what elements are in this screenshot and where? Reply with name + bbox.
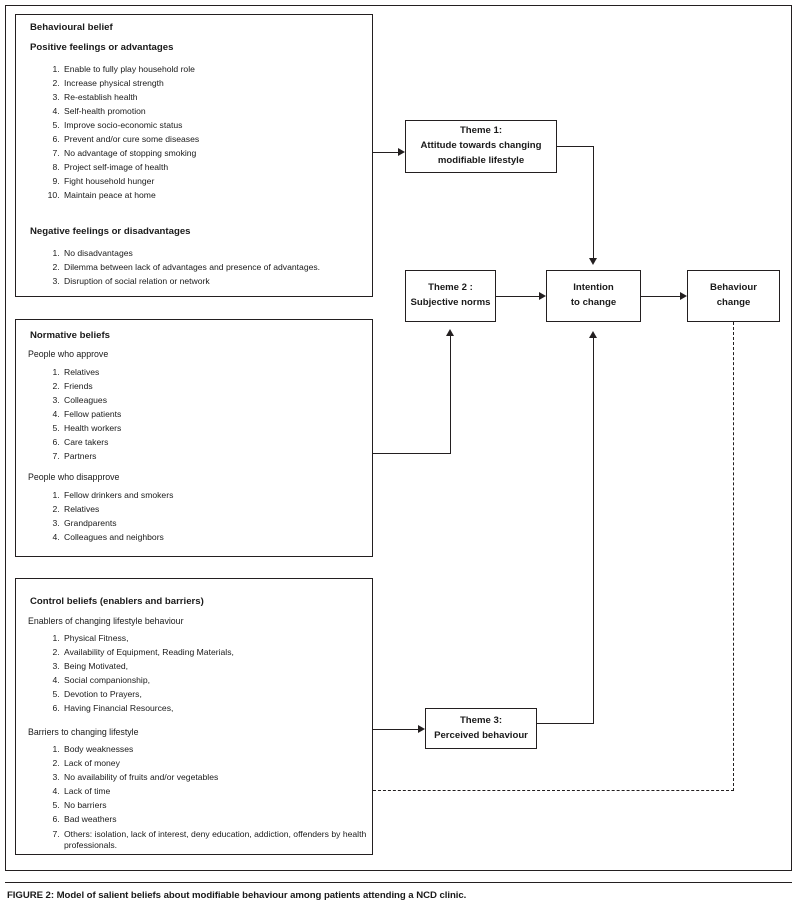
list-item: Self-health promotion (62, 106, 372, 117)
node-theme3-line2: Perceived behaviour (434, 729, 528, 741)
list-item: Bad weathers (62, 814, 372, 825)
node-theme3-line1: Theme 3: (459, 715, 503, 727)
list-item: Enable to fully play household role (62, 64, 372, 75)
list-item: No barriers (62, 800, 372, 811)
panel-normative-beliefs: Normative beliefs People who approve Rel… (15, 319, 373, 557)
node-theme2-line1: Theme 2 : (428, 282, 473, 294)
list-item: Prevent and/or cure some diseases (62, 134, 372, 145)
list-item: Re-establish health (62, 92, 372, 103)
panel-normative-title: Normative beliefs (30, 330, 110, 341)
node-behaviour-line2: change (716, 297, 751, 308)
panel-control-beliefs: Control beliefs (enablers and barriers) … (15, 578, 373, 855)
list-item: Others: isolation, lack of interest, den… (62, 829, 372, 852)
connector-behavioural-to-theme1 (373, 152, 398, 153)
list-item: Partners (62, 451, 372, 462)
list-item: Project self-image of health (62, 162, 372, 173)
enablers-heading: Enablers of changing lifestyle behaviour (28, 616, 184, 626)
list-item: Fight household hunger (62, 176, 372, 187)
list-item: Fellow patients (62, 409, 372, 420)
node-theme-1-attitude: Theme 1: Attitude towards changing modif… (405, 120, 557, 173)
connector-intention-to-behaviour (641, 296, 680, 297)
list-item: Being Motivated, (62, 661, 372, 672)
connector-theme2-to-intention (496, 296, 539, 297)
arrowhead-normative-to-theme2 (446, 329, 454, 336)
enablers-list: Physical Fitness, Availability of Equipm… (16, 633, 372, 718)
panel-behavioural-title: Behavioural belief (30, 22, 113, 33)
node-behaviour-line1: Behaviour (710, 282, 757, 294)
list-item: No availability of fruits and/or vegetab… (62, 772, 372, 783)
arrowhead-theme2-to-intention (539, 292, 546, 300)
panel-control-title: Control beliefs (enablers and barriers) (30, 596, 204, 607)
list-item: Grandparents (62, 518, 372, 529)
node-theme2-line2: Subjective norms (410, 297, 491, 308)
list-item: Devotion to Prayers, (62, 689, 372, 700)
list-item: Social companionship, (62, 675, 372, 686)
figure-outer-border (5, 5, 792, 871)
connector-theme1-down (593, 146, 594, 258)
connector-theme1-right (557, 146, 594, 147)
caption-divider (5, 882, 792, 883)
connector-theme3-up (593, 338, 594, 724)
list-item: Relatives (62, 504, 372, 515)
arrowhead-behavioural-to-theme1 (398, 148, 405, 156)
arrowhead-intention-to-behaviour (680, 292, 687, 300)
node-theme-2-subjective-norms: Theme 2 : Subjective norms (405, 270, 496, 322)
connector-normative-up (450, 336, 451, 454)
panel-behavioural-belief: Behavioural belief Positive feelings or … (15, 14, 373, 297)
list-item: Relatives (62, 367, 372, 378)
list-item: Body weaknesses (62, 744, 372, 755)
list-item: Disruption of social relation or network (62, 276, 372, 287)
list-item: Friends (62, 381, 372, 392)
list-item: Lack of money (62, 758, 372, 769)
list-item: Increase physical strength (62, 78, 372, 89)
list-item: Lack of time (62, 786, 372, 797)
node-intention-line1: Intention (573, 282, 614, 294)
list-item: Fellow drinkers and smokers (62, 490, 372, 501)
list-item: No advantage of stopping smoking (62, 148, 372, 159)
list-item: Physical Fitness, (62, 633, 372, 644)
list-item: Care takers (62, 437, 372, 448)
barriers-list: Body weaknesses Lack of money No availab… (16, 744, 372, 856)
arrowhead-theme3-to-intention (589, 331, 597, 338)
list-item: No disadvantages (62, 248, 372, 259)
negative-feelings-list: No disadvantages Dilemma between lack of… (16, 248, 372, 291)
connector-theme3-right (537, 723, 594, 724)
figure-caption: FIGURE 2: Model of salient beliefs about… (7, 890, 467, 901)
node-theme1-line2: Attitude towards changing (420, 140, 542, 152)
list-item: Colleagues and neighbors (62, 532, 372, 543)
positive-feelings-heading: Positive feelings or advantages (30, 42, 174, 53)
list-item: Having Financial Resources, (62, 703, 372, 714)
arrowhead-control-to-theme3 (418, 725, 425, 733)
node-theme-3-perceived-behaviour: Theme 3: Perceived behaviour (425, 708, 537, 749)
list-item: Colleagues (62, 395, 372, 406)
node-intention-line2: to change (570, 297, 617, 308)
connector-control-to-theme3 (373, 729, 418, 730)
list-item: Dilemma between lack of advantages and p… (62, 262, 372, 273)
positive-feelings-list: Enable to fully play household role Incr… (16, 64, 372, 205)
list-item: Availability of Equipment, Reading Mater… (62, 647, 372, 658)
barriers-heading: Barriers to changing lifestyle (28, 727, 139, 737)
people-who-disapprove-list: Fellow drinkers and smokers Relatives Gr… (16, 490, 372, 547)
node-theme1-line3: modifiable lifestyle (437, 154, 525, 166)
connector-normative-right (373, 453, 451, 454)
people-who-approve-list: Relatives Friends Colleagues Fellow pati… (16, 367, 372, 466)
people-who-disapprove-heading: People who disapprove (28, 472, 120, 482)
node-behaviour-change: Behaviour change (687, 270, 780, 322)
feedback-dashed-vertical (733, 322, 734, 791)
feedback-dashed-horizontal (373, 790, 734, 791)
list-item: Maintain peace at home (62, 191, 372, 201)
node-intention-to-change: Intention to change (546, 270, 641, 322)
arrowhead-theme1-to-intention (589, 258, 597, 265)
people-who-approve-heading: People who approve (28, 349, 109, 359)
node-theme1-line1: Theme 1: (459, 125, 503, 137)
negative-feelings-heading: Negative feelings or disadvantages (30, 226, 191, 237)
list-item: Improve socio-economic status (62, 120, 372, 131)
list-item: Health workers (62, 423, 372, 434)
